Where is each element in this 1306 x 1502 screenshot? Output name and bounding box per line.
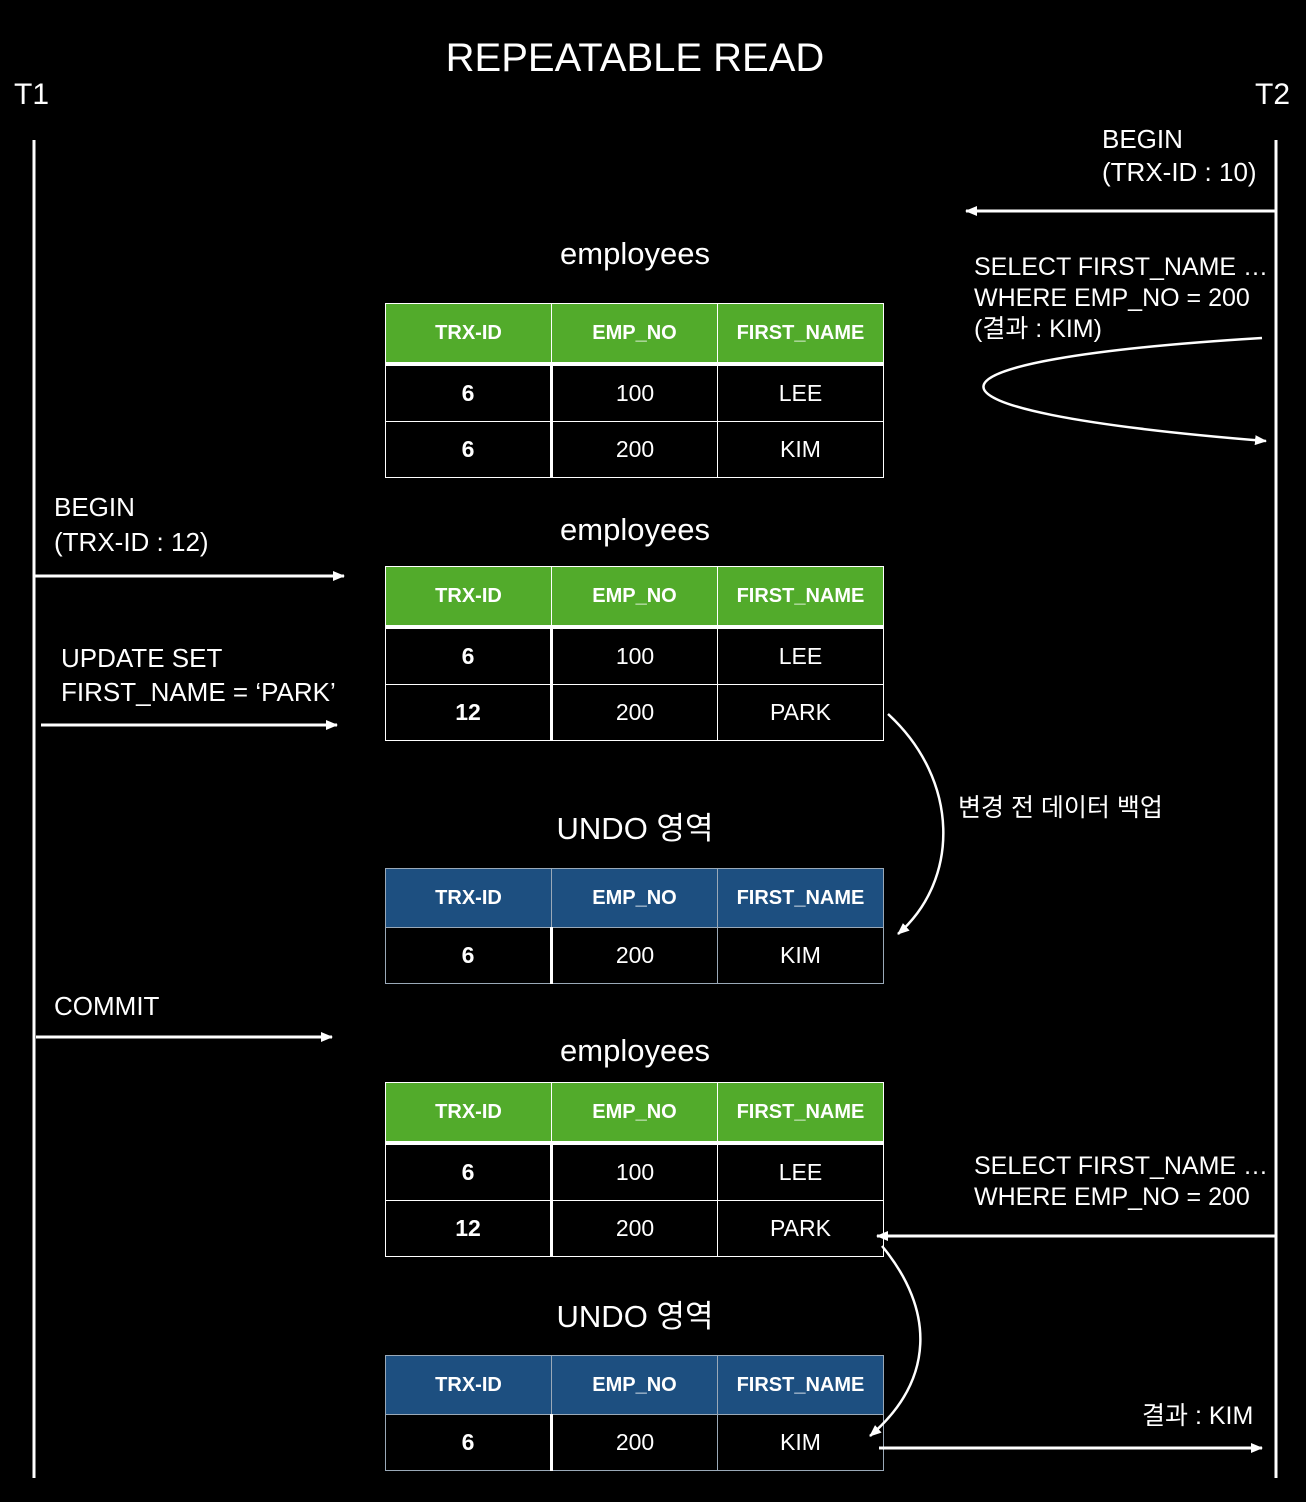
column-header: EMP_NO [551, 1082, 718, 1145]
employees-table-title: employees [560, 1033, 710, 1068]
result-line: (결과 : KIM) [974, 315, 1102, 343]
table-cell: 200 [551, 684, 718, 741]
column-header: TRX-ID [385, 566, 552, 629]
t1-commit-label: COMMIT [54, 991, 160, 1021]
backup-label: 변경 전 데이터 백업 [958, 794, 1163, 822]
table-cell: 6 [385, 1414, 553, 1471]
lane-label-t1: T1 [14, 78, 50, 111]
table-cell: 6 [385, 1142, 553, 1201]
table-cell: 100 [551, 363, 718, 422]
table-cell: 12 [385, 684, 553, 741]
column-header: FIRST_NAME [717, 1355, 884, 1415]
employees-table-title: employees [560, 236, 710, 271]
table-cell: LEE [717, 626, 884, 685]
t2-begin-label: BEGIN (TRX-ID : 10) [1102, 123, 1257, 189]
column-header: FIRST_NAME [717, 868, 884, 928]
table-cell: 6 [385, 421, 553, 478]
column-header: FIRST_NAME [717, 1082, 884, 1145]
column-header: EMP_NO [551, 1355, 718, 1415]
undo-table-title: UNDO 영역 [556, 1299, 714, 1334]
table-cell: KIM [717, 1414, 884, 1471]
column-header: FIRST_NAME [717, 303, 884, 366]
column-header: TRX-ID [385, 303, 552, 366]
lane-label-t2: T2 [1255, 78, 1291, 111]
t1-update-label: UPDATE SET FIRST_NAME = ‘PARK’ [61, 641, 336, 709]
select-line: SELECT FIRST_NAME … [974, 253, 1269, 281]
table-cell: KIM [717, 927, 884, 984]
undo-table-title: UNDO 영역 [556, 811, 714, 846]
t2-select1-arrow [982, 336, 1267, 446]
t1-begin-label: BEGIN (TRX-ID : 12) [54, 490, 209, 560]
column-header: TRX-ID [385, 1082, 552, 1145]
diagram-title: REPEATABLE READ [445, 36, 825, 80]
table-cell: 100 [551, 1142, 718, 1201]
table-cell: 200 [551, 1200, 718, 1257]
table-cell: KIM [717, 421, 884, 478]
table-cell: 100 [551, 626, 718, 685]
undo-lookup-arrow [869, 1245, 922, 1437]
table-cell: 6 [385, 626, 553, 685]
t2-result2-label: 결과 : KIM [1142, 1402, 1254, 1430]
column-header: EMP_NO [551, 303, 718, 366]
table-cell: 200 [551, 927, 718, 984]
column-header: TRX-ID [385, 1355, 552, 1415]
column-header: EMP_NO [551, 566, 718, 629]
column-header: TRX-ID [385, 868, 552, 928]
where-line: WHERE EMP_NO = 200 [974, 284, 1250, 312]
table-cell: LEE [717, 1142, 884, 1201]
backup-arrow [887, 713, 945, 935]
table-cell: PARK [717, 684, 884, 741]
table-cell: 6 [385, 363, 553, 422]
select-line: SELECT FIRST_NAME … [974, 1152, 1269, 1180]
t1-trx-id-line: (TRX-ID : 12) [54, 527, 209, 557]
column-header: FIRST_NAME [717, 566, 884, 629]
table-cell: PARK [717, 1200, 884, 1257]
update-line: UPDATE SET [61, 643, 223, 673]
employees-table-title: employees [560, 512, 710, 547]
table-cell: LEE [717, 363, 884, 422]
t1-begin-line: BEGIN [54, 492, 135, 522]
t2-trx-id-line: (TRX-ID : 10) [1102, 157, 1257, 187]
t2-begin-line: BEGIN [1102, 124, 1183, 154]
where-line: WHERE EMP_NO = 200 [974, 1183, 1250, 1211]
set-line: FIRST_NAME = ‘PARK’ [61, 677, 336, 707]
table-cell: 6 [385, 927, 553, 984]
t2-select1-label: SELECT FIRST_NAME … WHERE EMP_NO = 200 (… [974, 252, 1268, 345]
t2-select2-label: SELECT FIRST_NAME … WHERE EMP_NO = 200 [974, 1151, 1268, 1213]
table-cell: 12 [385, 1200, 553, 1257]
table-cell: 200 [551, 1414, 718, 1471]
